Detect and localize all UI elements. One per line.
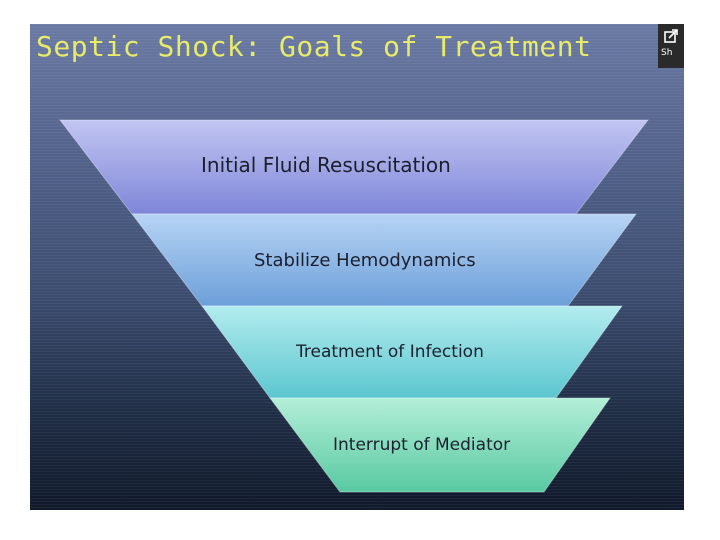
funnel-level-4 — [269, 397, 611, 493]
slide-title: Septic Shock: Goals of Treatment — [36, 30, 592, 63]
share-button[interactable]: Sh — [658, 24, 684, 68]
treatment-funnel — [58, 119, 650, 493]
funnel-level-1-label: Initial Fluid Resuscitation — [201, 153, 451, 177]
funnel-level-2-label: Stabilize Hemodynamics — [254, 250, 476, 271]
slide: Septic Shock: Goals of Treatment Initial… — [30, 24, 684, 510]
share-label: Sh — [661, 48, 673, 58]
funnel-level-4-label: Interrupt of Mediator — [333, 435, 511, 455]
external-link-icon — [664, 29, 678, 43]
funnel-level-3-label: Treatment of Infection — [296, 342, 484, 362]
